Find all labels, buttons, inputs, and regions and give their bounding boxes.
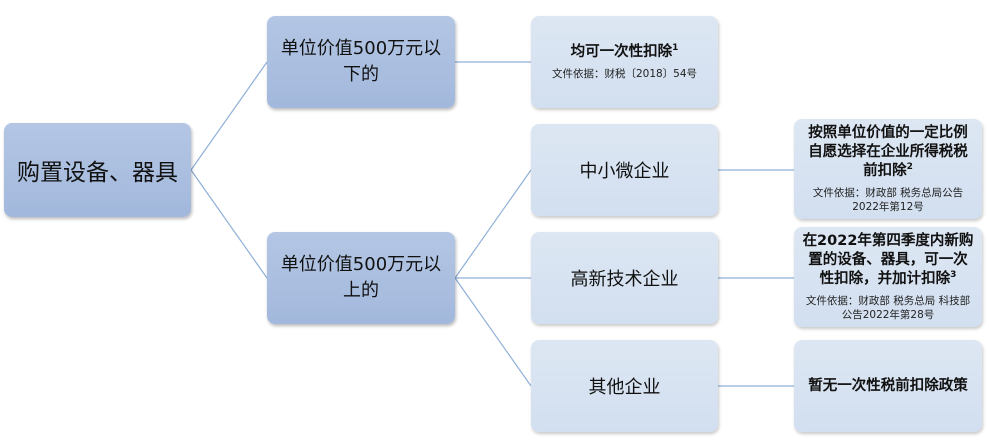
connector-root-high <box>190 169 268 279</box>
category-sme: 中小微企业 <box>531 124 718 216</box>
connector-high-other <box>454 277 532 387</box>
policy-node-high-tech: 在2022年第四季度内新购置的设备、器具，可一次性扣除，并加计扣除3 文件依据：… <box>794 227 982 327</box>
policy-node-one-time-deduction: 均可一次性扣除1 文件依据：财税〔2018〕54号 <box>531 16 718 108</box>
root-label: 购置设备、器具 <box>17 160 178 186</box>
policy-source: 文件依据：财税〔2018〕54号 <box>551 68 698 80</box>
policy-text: 均可一次性扣除 <box>570 44 673 60</box>
branch-above-500w: 单位价值500万元以上的 <box>267 232 455 324</box>
branch-below-500w-label: 单位价值500万元以下的 <box>280 38 442 85</box>
policy-text: 在2022年第四季度内新购置的设备、器具，可一次性扣除，并加计扣除 <box>802 233 974 287</box>
policy-text-wrap: 按照单位价值的一定比例自愿选择在企业所得税税前扣除2 <box>802 124 974 181</box>
policy-text: 暂无一次性税前扣除政策 <box>808 377 968 394</box>
root-node: 购置设备、器具 <box>4 123 191 217</box>
policy-node-sme: 按照单位价值的一定比例自愿选择在企业所得税税前扣除2 文件依据：财政部 税务总局… <box>794 119 982 219</box>
connector-high-sme <box>454 169 532 279</box>
branch-above-500w-label: 单位价值500万元以上的 <box>280 254 442 301</box>
category-other-label: 其他企业 <box>588 377 661 398</box>
connector-root-low <box>190 61 268 171</box>
policy-source: 文件依据：财政部 税务总局公告2022年第12号 <box>812 187 964 213</box>
category-high-tech-label: 高新技术企业 <box>570 269 679 290</box>
policy-source: 文件依据：财政部 税务总局 科技部公告2022年第28号 <box>805 295 971 321</box>
category-sme-label: 中小微企业 <box>579 161 670 182</box>
footnote-marker: 3 <box>950 270 957 280</box>
policy-text-wrap: 均可一次性扣除1 <box>571 43 679 62</box>
policy-text: 按照单位价值的一定比例自愿选择在企业所得税税前扣除 <box>808 125 968 179</box>
policy-text-wrap: 在2022年第四季度内新购置的设备、器具，可一次性扣除，并加计扣除3 <box>802 232 974 289</box>
footnote-marker: 1 <box>672 43 679 53</box>
category-other: 其他企业 <box>531 340 718 432</box>
branch-below-500w: 单位价值500万元以下的 <box>267 16 455 108</box>
category-high-tech: 高新技术企业 <box>531 232 718 324</box>
policy-node-other: 暂无一次性税前扣除政策 <box>794 340 982 432</box>
footnote-marker: 2 <box>906 162 913 172</box>
